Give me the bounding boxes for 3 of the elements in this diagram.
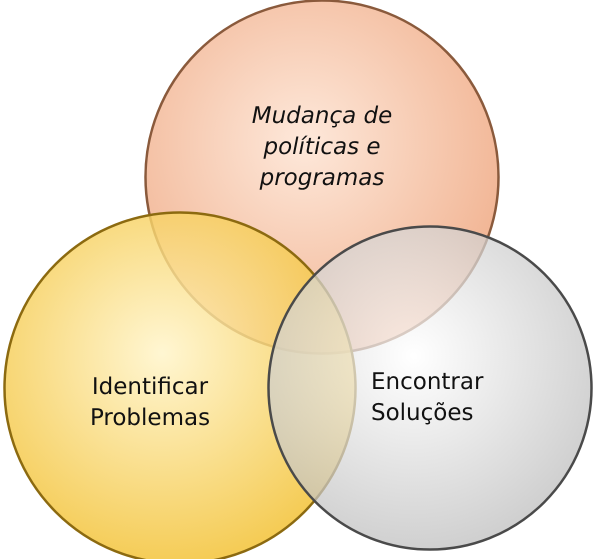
circle-label: Identificar Problemas xyxy=(88,373,212,433)
circle-label: Mudança de políticas e programas xyxy=(250,102,394,192)
circle-label: Encontrar Soluções xyxy=(371,368,484,428)
